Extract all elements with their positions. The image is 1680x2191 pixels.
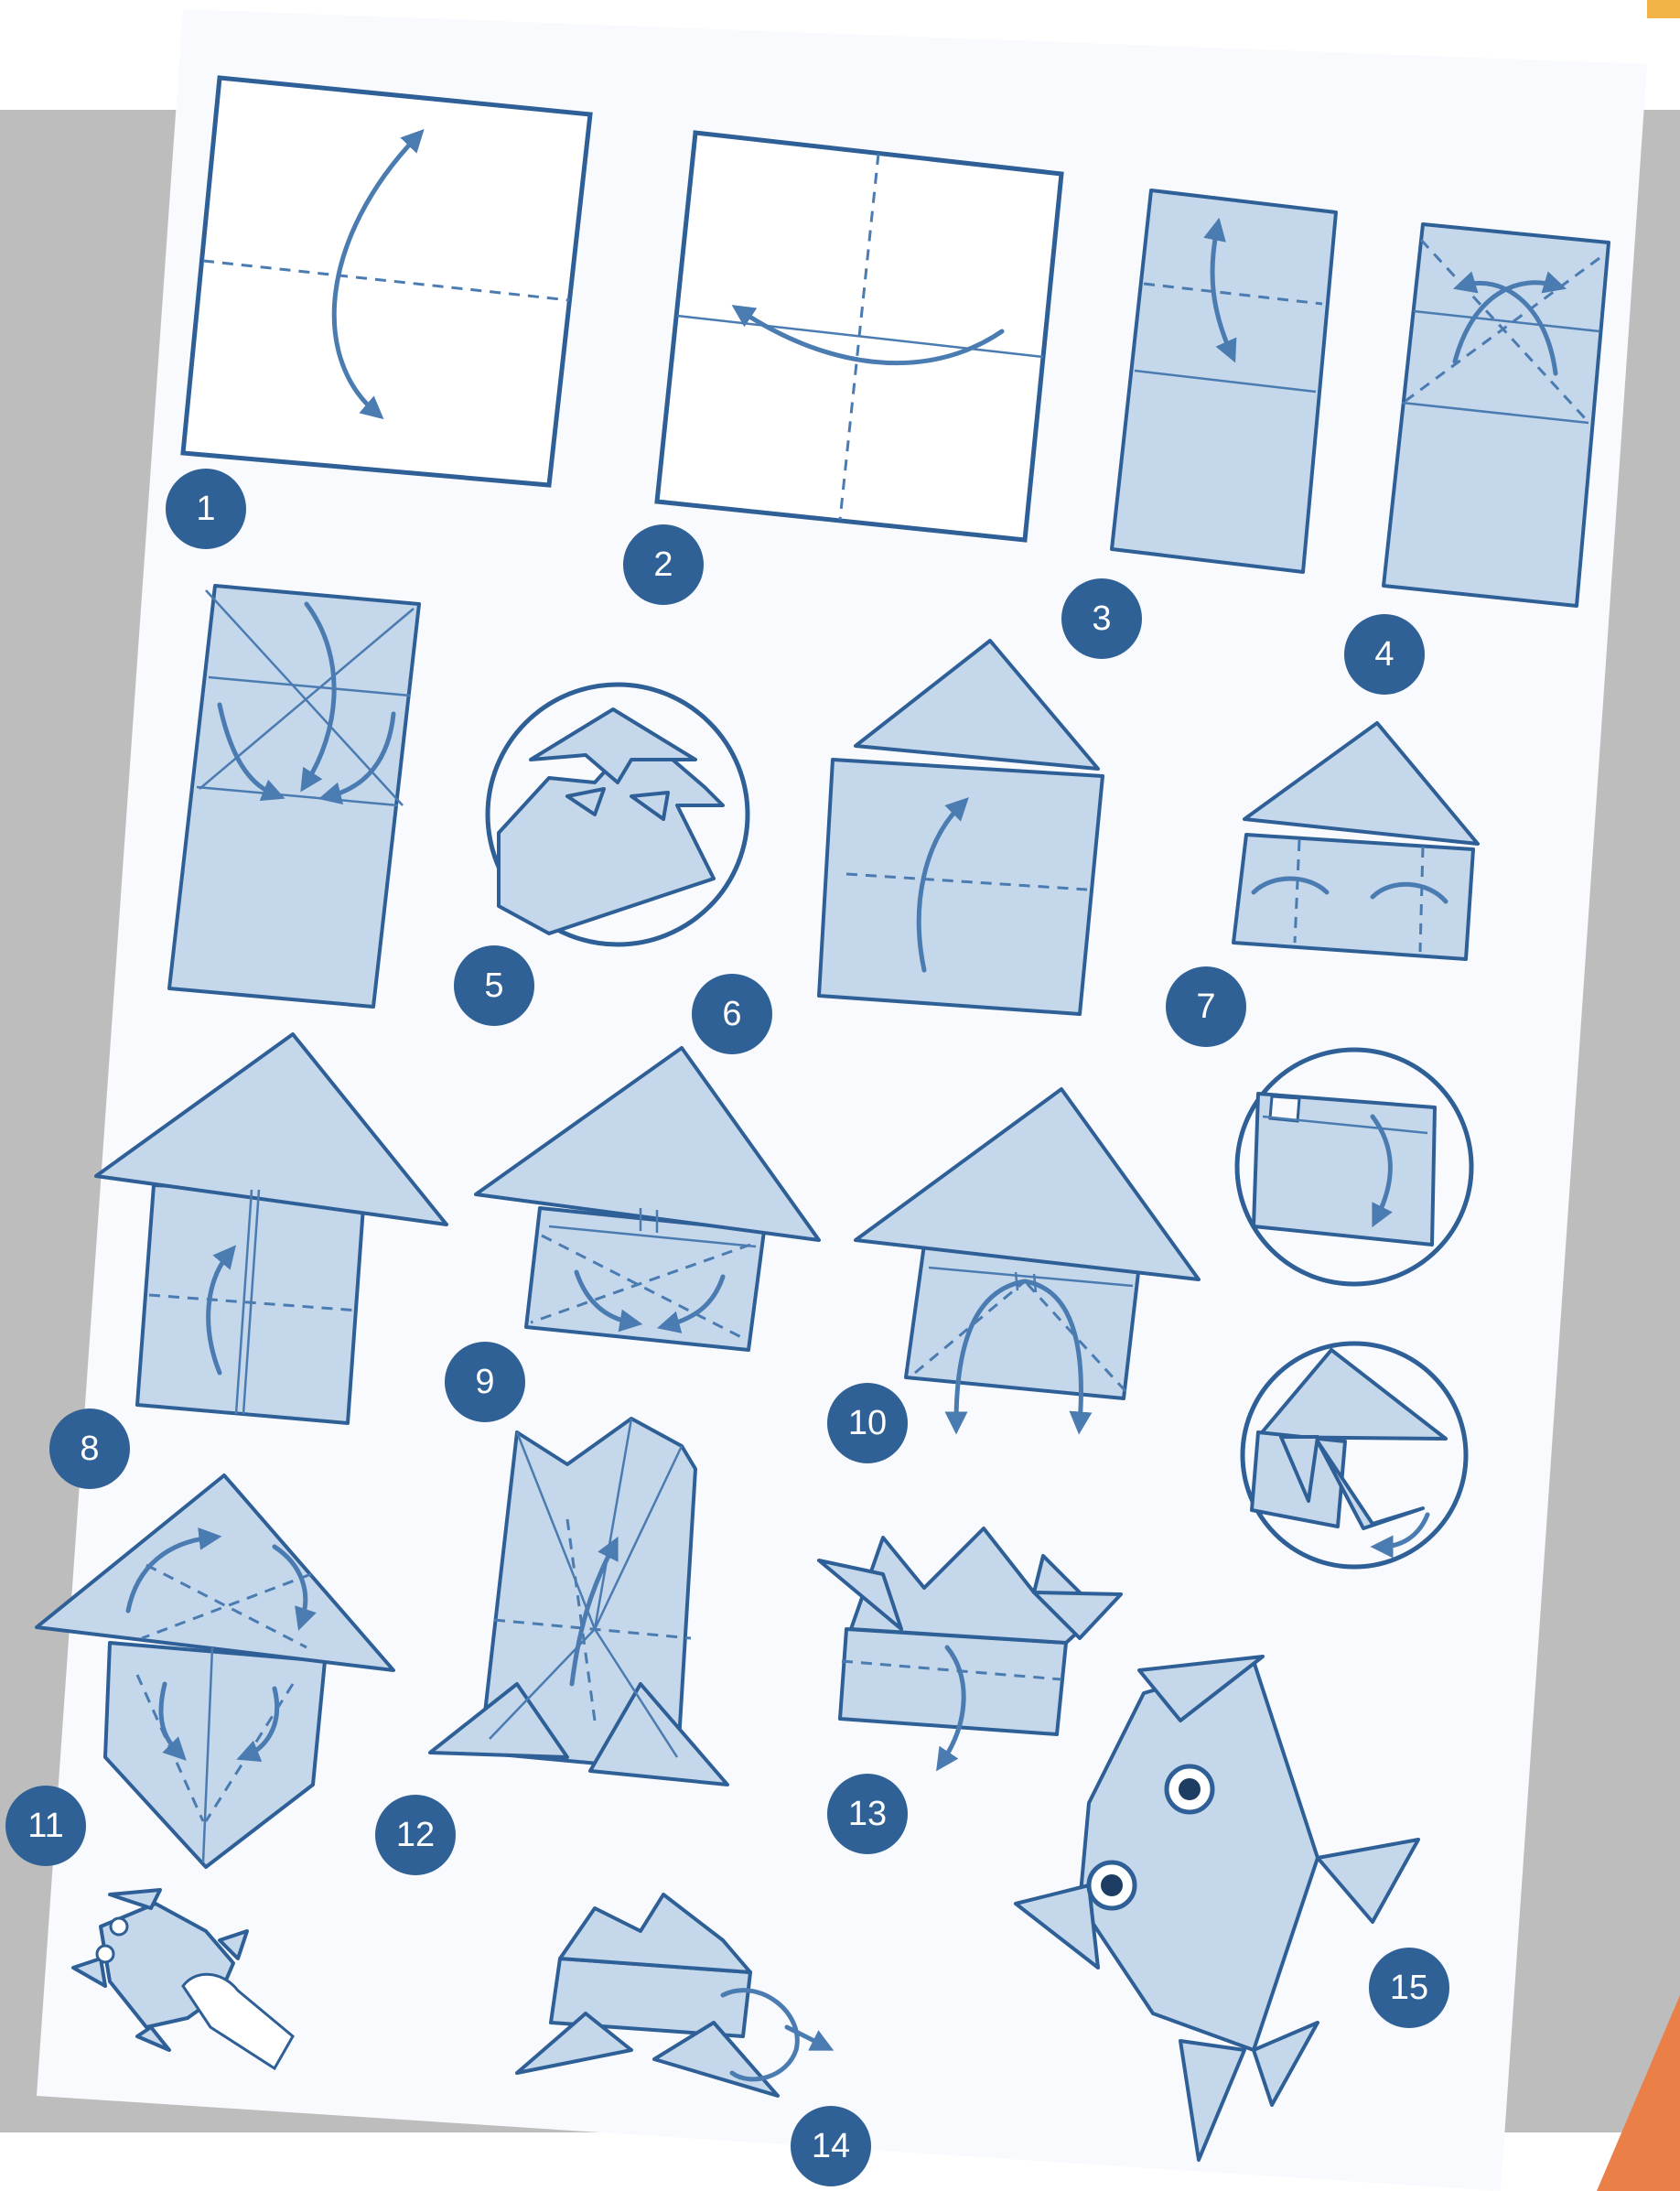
svg-text:14: 14 xyxy=(812,2127,850,2165)
svg-text:15: 15 xyxy=(1390,1969,1428,2007)
svg-text:9: 9 xyxy=(475,1363,494,1401)
svg-text:6: 6 xyxy=(722,995,741,1033)
svg-text:4: 4 xyxy=(1374,635,1394,674)
svg-text:7: 7 xyxy=(1196,988,1215,1026)
step-badge-4: 4 xyxy=(1344,614,1425,695)
step-badge-6: 6 xyxy=(692,974,772,1054)
step-1-diagram xyxy=(183,78,590,485)
svg-text:10: 10 xyxy=(848,1404,887,1442)
step-badge-15: 15 xyxy=(1369,1948,1449,2028)
step-badge-14: 14 xyxy=(791,2106,871,2186)
step-badge-12: 12 xyxy=(375,1795,456,1875)
svg-text:12: 12 xyxy=(396,1816,435,1854)
step-5-diagram xyxy=(169,586,419,1007)
step-3-diagram xyxy=(1112,190,1336,572)
step-2-diagram xyxy=(657,133,1061,540)
step-badge-9: 9 xyxy=(445,1342,525,1422)
svg-text:2: 2 xyxy=(653,545,673,584)
step-badge-2: 2 xyxy=(623,524,704,605)
svg-text:13: 13 xyxy=(848,1795,887,1833)
step-badge-3: 3 xyxy=(1061,578,1142,659)
step-badge-13: 13 xyxy=(827,1774,908,1854)
step-7-detail-circle xyxy=(1237,1050,1471,1284)
svg-text:1: 1 xyxy=(196,490,215,528)
step-badge-7: 7 xyxy=(1166,966,1246,1047)
orange-top-accent xyxy=(1647,0,1680,18)
step-badge-8: 8 xyxy=(49,1408,130,1489)
step-badge-11: 11 xyxy=(5,1786,86,1866)
step-badge-5: 5 xyxy=(454,945,534,1026)
step-4-diagram xyxy=(1384,224,1609,606)
step-badge-10: 10 xyxy=(827,1383,908,1463)
step-badge-1: 1 xyxy=(166,469,246,549)
svg-text:5: 5 xyxy=(484,966,503,1005)
svg-text:3: 3 xyxy=(1092,599,1111,638)
step-6-detail-circle xyxy=(488,685,748,944)
svg-text:8: 8 xyxy=(80,1430,99,1468)
svg-text:11: 11 xyxy=(27,1807,63,1845)
step-10-detail-circle xyxy=(1243,1344,1466,1567)
